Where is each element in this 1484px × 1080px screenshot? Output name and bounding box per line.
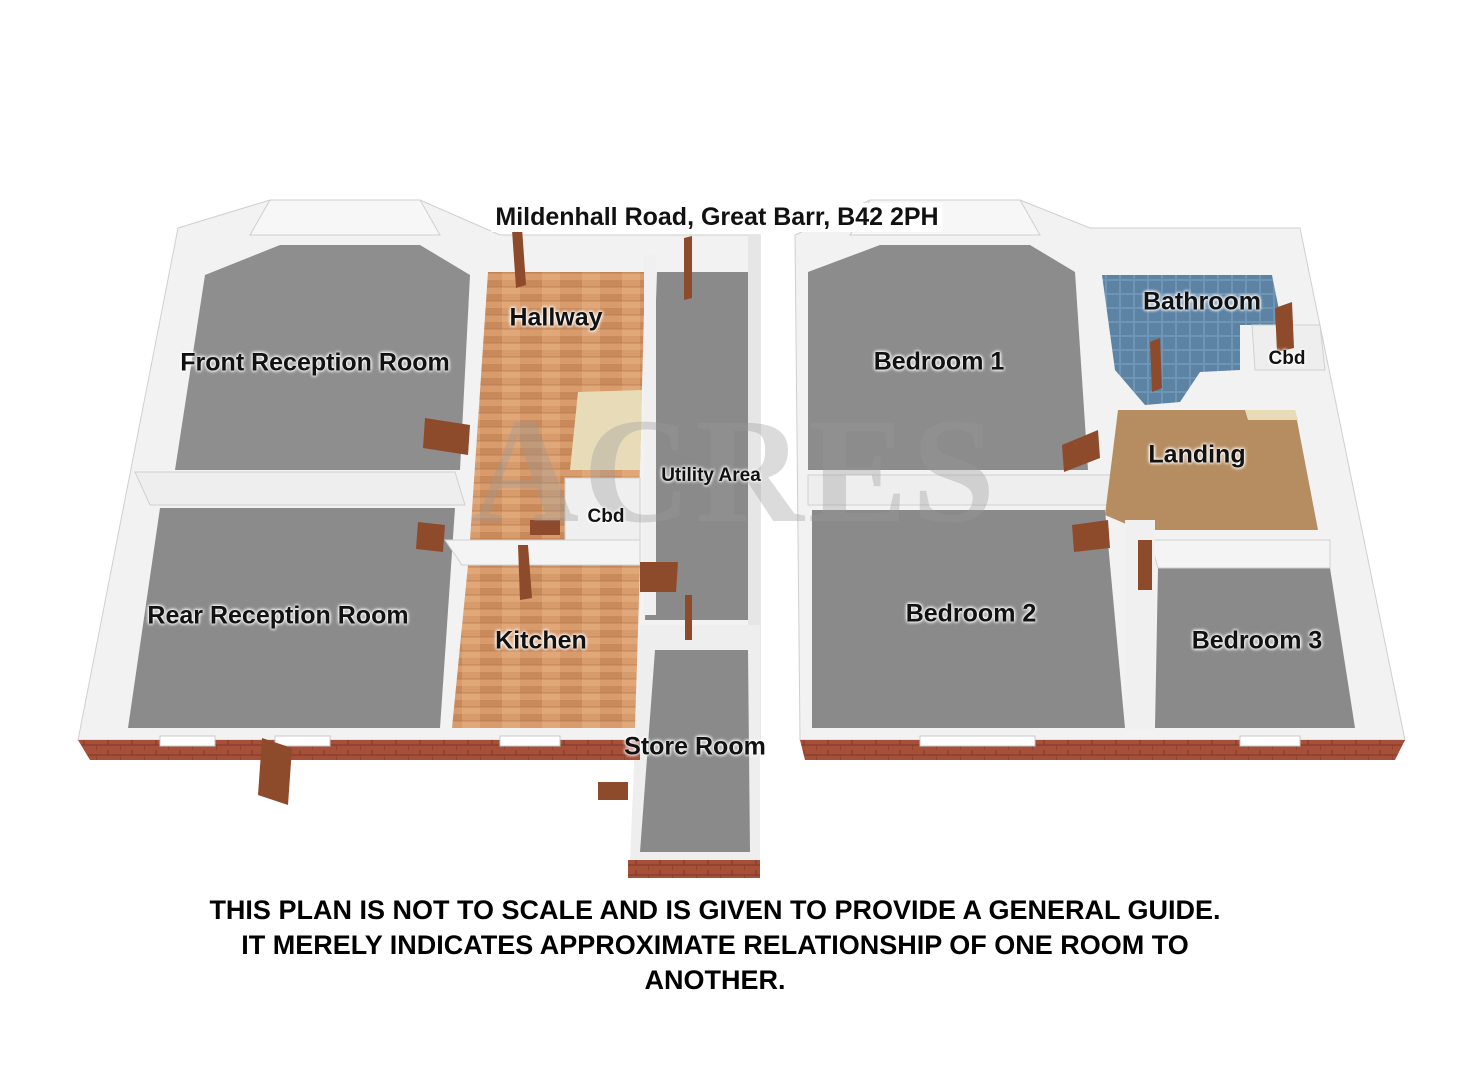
bedroom3-wall bbox=[1149, 539, 1331, 569]
utility-floor bbox=[645, 272, 748, 620]
utility-right-wall bbox=[748, 235, 760, 740]
bedroom1-floor bbox=[808, 245, 1088, 470]
label-kitchen: Kitchen bbox=[495, 626, 587, 655]
label-landing: Landing bbox=[1148, 440, 1246, 469]
stairs bbox=[570, 390, 642, 470]
label-cbd-first: Cbd bbox=[1268, 348, 1306, 369]
bedroom-divider-wall bbox=[807, 474, 1121, 506]
door-cbd-ground bbox=[530, 520, 560, 535]
label-utility: Utility Area bbox=[661, 465, 761, 486]
label-bedroom2: Bedroom 2 bbox=[905, 599, 1037, 628]
window-bedroom3 bbox=[1239, 735, 1301, 747]
door-bedroom3 bbox=[1138, 540, 1152, 590]
front-reception-floor bbox=[175, 245, 470, 470]
label-hallway: Hallway bbox=[509, 303, 603, 332]
page-title: Mildenhall Road, Great Barr, B42 2PH bbox=[491, 203, 943, 232]
hallway-floor bbox=[470, 272, 645, 540]
front-bay-window bbox=[249, 199, 441, 236]
label-bedroom1: Bedroom 1 bbox=[873, 347, 1005, 376]
landing-stairs bbox=[1245, 410, 1298, 420]
door-rear-reception bbox=[416, 522, 445, 552]
ground-floor bbox=[77, 199, 761, 878]
first-floor bbox=[794, 199, 1406, 760]
label-rear-reception: Rear Reception Room bbox=[147, 601, 409, 630]
utility-left-wall bbox=[644, 255, 656, 615]
first-floor-brick-base bbox=[800, 740, 1405, 760]
door-kitchen bbox=[518, 545, 532, 600]
window-bedroom2 bbox=[919, 735, 1036, 747]
window-kitchen bbox=[499, 735, 561, 747]
door-front-entrance bbox=[512, 228, 526, 288]
door-store-external bbox=[598, 782, 628, 800]
store-room-floor bbox=[640, 650, 750, 852]
rear-reception-floor bbox=[128, 508, 455, 728]
store-room-brick-base bbox=[628, 860, 760, 878]
door-store bbox=[685, 595, 692, 640]
door-bedroom2 bbox=[1072, 520, 1110, 552]
door-front-reception bbox=[423, 418, 470, 455]
kitchen-wall bbox=[444, 539, 641, 566]
landing-floor bbox=[1105, 410, 1318, 530]
door-utility-top bbox=[684, 236, 692, 300]
door-bathroom bbox=[1150, 338, 1162, 392]
door-bedroom1 bbox=[1062, 430, 1100, 472]
door-back-external bbox=[258, 738, 292, 805]
label-front-reception: Front Reception Room bbox=[180, 348, 450, 377]
bedroom3-floor bbox=[1155, 568, 1355, 728]
door-cbd-first bbox=[1275, 302, 1294, 352]
kitchen-floor bbox=[452, 565, 640, 728]
bathroom-floor bbox=[1102, 275, 1282, 405]
label-bedroom3: Bedroom 3 bbox=[1191, 626, 1323, 655]
label-store-room: Store Room bbox=[624, 732, 766, 761]
reception-divider-wall bbox=[134, 471, 466, 506]
bedroom2-floor bbox=[812, 510, 1125, 728]
label-cbd-ground: Cbd bbox=[587, 506, 625, 527]
door-utility-side bbox=[640, 562, 678, 592]
window-rear-2 bbox=[274, 735, 331, 747]
window-rear-1 bbox=[159, 735, 216, 747]
label-bathroom: Bathroom bbox=[1142, 287, 1262, 316]
disclaimer-text: THIS PLAN IS NOT TO SCALE AND IS GIVEN T… bbox=[209, 895, 1221, 995]
